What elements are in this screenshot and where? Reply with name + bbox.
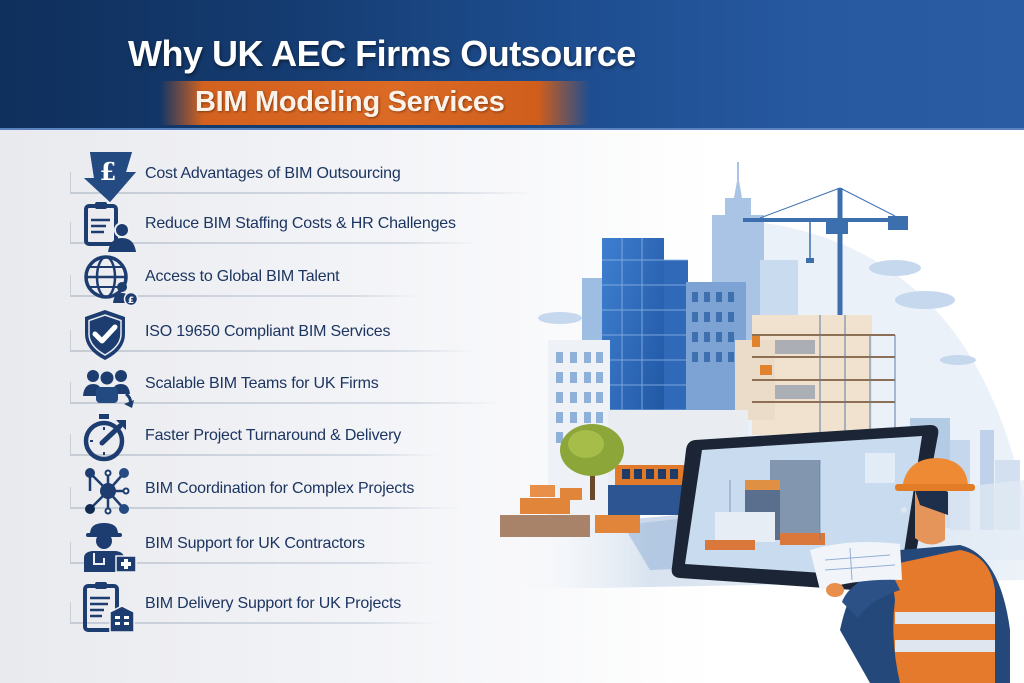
list-item-label: Access to Global BIM Talent xyxy=(145,268,340,285)
divider xyxy=(70,454,440,456)
list-item-label: Cost Advantages of BIM Outsourcing xyxy=(145,165,401,182)
list-item-label: Faster Project Turnaround & Delivery xyxy=(145,427,402,444)
list-item-label: BIM Delivery Support for UK Projects xyxy=(145,595,401,612)
divider xyxy=(70,507,460,509)
shield-check-icon xyxy=(85,310,125,360)
pound-down-arrow-icon: £ xyxy=(84,152,136,202)
divider xyxy=(70,330,71,350)
divider xyxy=(70,434,71,454)
divider xyxy=(70,602,71,622)
benefits-list: £ Cost Advantages of BIM Outsourcing Red… xyxy=(0,140,560,640)
construction-worker xyxy=(810,458,1010,683)
divider xyxy=(70,622,440,624)
building-under-construction xyxy=(735,315,896,435)
divider xyxy=(70,402,500,404)
network-nodes-icon xyxy=(85,468,130,515)
list-item-label: Scalable BIM Teams for UK Firms xyxy=(145,375,379,392)
list-item-label: BIM Support for UK Contractors xyxy=(145,535,365,552)
brick-pallets xyxy=(500,485,640,537)
svg-text:£: £ xyxy=(100,157,117,186)
list-item-label: BIM Coordination for Complex Projects xyxy=(145,480,415,497)
contractor-hardhat-icon xyxy=(84,523,137,573)
list-item-label: ISO 19650 Compliant BIM Services xyxy=(145,323,391,340)
divider xyxy=(70,295,420,297)
divider xyxy=(70,542,71,562)
divider xyxy=(70,222,71,242)
divider xyxy=(70,192,535,194)
divider xyxy=(70,350,475,352)
divider xyxy=(70,382,71,402)
subtitle-highlight-bar xyxy=(160,81,590,125)
team-arrow-icon xyxy=(83,370,134,408)
divider xyxy=(70,242,480,244)
svg-text:£: £ xyxy=(128,296,134,306)
divider xyxy=(70,487,71,507)
construction-illustration xyxy=(490,162,1024,683)
stopwatch-arrow-icon xyxy=(83,414,126,462)
globe-person-pound-icon: £ xyxy=(84,255,139,307)
list-item-label: Reduce BIM Staffing Costs & HR Challenge… xyxy=(145,215,456,232)
header-banner: Why UK AEC Firms Outsource BIM Modeling … xyxy=(0,0,1024,130)
page-title: Why UK AEC Firms Outsource xyxy=(128,33,636,74)
clipboard-building-icon xyxy=(83,582,135,633)
page-subtitle: BIM Modeling Services xyxy=(195,86,505,118)
clouds xyxy=(538,260,976,365)
divider xyxy=(70,275,71,295)
divider xyxy=(70,172,71,192)
clipboard-person-icon xyxy=(84,202,136,252)
divider xyxy=(70,562,435,564)
